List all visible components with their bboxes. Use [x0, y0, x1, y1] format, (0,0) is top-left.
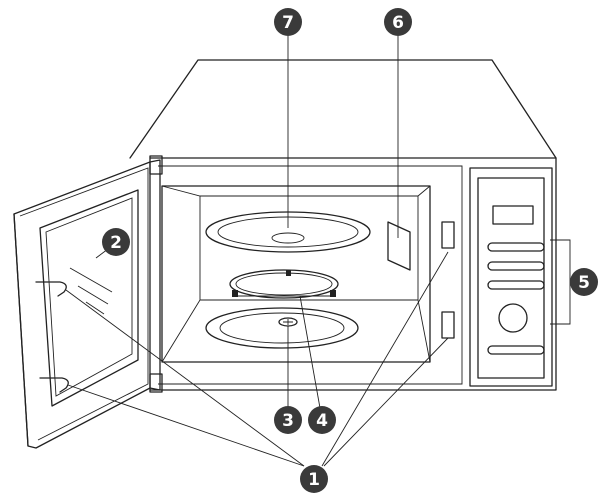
cabinet: [129, 59, 557, 391]
callout-3-label: 3: [282, 411, 294, 431]
callout-1: 1: [300, 465, 328, 493]
callout-1-label: 1: [308, 470, 320, 490]
callout-7-label: 7: [282, 13, 294, 33]
callout-6-label: 6: [392, 13, 404, 33]
callout-3: 3: [274, 406, 302, 434]
callout-4: 4: [308, 406, 336, 434]
callout-2: 2: [102, 228, 130, 256]
callout-2-label: 2: [110, 233, 122, 253]
callout-7: 7: [274, 8, 302, 36]
control-panel: [469, 167, 578, 387]
callout-4-label: 4: [316, 411, 328, 431]
cavity-floor: [205, 307, 359, 349]
waveguide-cover-plate: [387, 221, 411, 271]
interlock-slots: [441, 221, 455, 339]
callout-5-label: 5: [578, 273, 590, 293]
cooking-cavity: [161, 185, 431, 363]
roller-ring: [229, 269, 339, 299]
callout-5: 5: [570, 268, 598, 296]
callout-6: 6: [384, 8, 412, 36]
door: [13, 155, 163, 449]
